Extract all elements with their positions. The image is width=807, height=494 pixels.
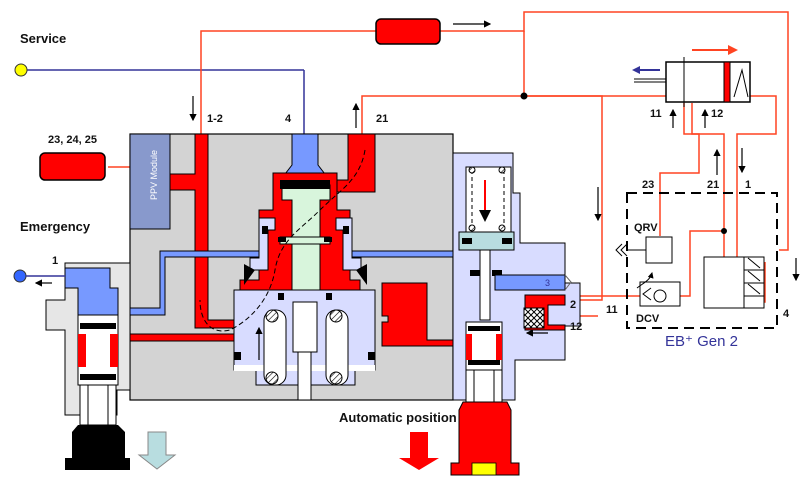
release-arrow-icon (137, 431, 177, 470)
port-4-label: 4 (285, 113, 292, 125)
red-lower-channel (117, 333, 239, 342)
port-21-label: 21 (376, 113, 388, 125)
red-arrow-right-icon (692, 45, 738, 55)
auto-rod (465, 369, 503, 403)
seal (368, 352, 375, 360)
dcv-label: DCV (636, 313, 660, 325)
port-3-channel (494, 274, 566, 291)
service-connector-icon[interactable] (14, 63, 28, 77)
blue-arrow-left-icon (632, 66, 660, 74)
automatic-position-label: Automatic position (339, 410, 457, 425)
actuator-11-label: 11 (650, 108, 662, 120)
emergency-label: Emergency (20, 219, 91, 234)
supply-channel (169, 133, 241, 329)
eb-21-label: 21 (707, 179, 719, 191)
automatic-arrow-icon (399, 432, 439, 470)
spring-left (263, 309, 287, 386)
eb-4-label: 4 (783, 308, 790, 320)
emergency-button[interactable] (65, 425, 130, 470)
automatic-button[interactable] (450, 401, 520, 476)
check-valve-filter (523, 307, 545, 329)
seal (326, 293, 332, 300)
seal (262, 226, 268, 234)
reservoir-top (375, 18, 441, 45)
port-1-label: 1 (52, 255, 58, 267)
port-2-label: 2 (570, 299, 576, 311)
seal (343, 226, 349, 234)
indicator (471, 462, 497, 476)
seal (234, 352, 241, 360)
service-line (24, 69, 305, 134)
service-label: Service (20, 31, 66, 46)
reservoir-23-24-25 (39, 152, 106, 181)
eb-23-label: 23 (642, 179, 654, 191)
actuator-12-label: 12 (711, 108, 723, 120)
port-21-channel (336, 133, 376, 193)
eb-gen2-box (626, 192, 778, 329)
ppv-module (129, 133, 171, 230)
eb-gen2-title: EB⁺ Gen 2 (665, 333, 738, 350)
ppv-module-label: PPV Module (149, 150, 159, 200)
lip-seal (356, 264, 367, 285)
seal (280, 180, 330, 189)
red-outlet-chamber (381, 282, 454, 347)
port-12-label: 12 (570, 321, 582, 333)
stem-rod (297, 351, 312, 401)
qrv-valve (645, 236, 673, 264)
solenoid-valve (703, 256, 745, 309)
emergency-rod (79, 384, 117, 426)
actuator-cylinder (665, 61, 751, 103)
flow-path-dashed (199, 149, 366, 332)
junction-dot (721, 228, 727, 234)
junction-dot (520, 92, 528, 100)
seal (278, 293, 284, 300)
port-3-label: 3 (545, 278, 550, 288)
seal (278, 237, 286, 242)
auto-valve-stem (479, 249, 491, 321)
seal (324, 237, 332, 242)
qrv-label: QRV (634, 222, 658, 234)
reservoirs-label: 23, 24, 25 (48, 134, 97, 146)
port-11-label: 11 (606, 304, 618, 316)
port-1-2-label: 1-2 (207, 113, 223, 125)
piston-disc (279, 236, 331, 245)
inner-sleeve-left (249, 217, 276, 271)
center-spring (292, 301, 318, 353)
eb-1-label: 1 (745, 179, 751, 191)
lip-seal (244, 264, 255, 285)
emergency-connector-icon[interactable] (13, 269, 27, 283)
